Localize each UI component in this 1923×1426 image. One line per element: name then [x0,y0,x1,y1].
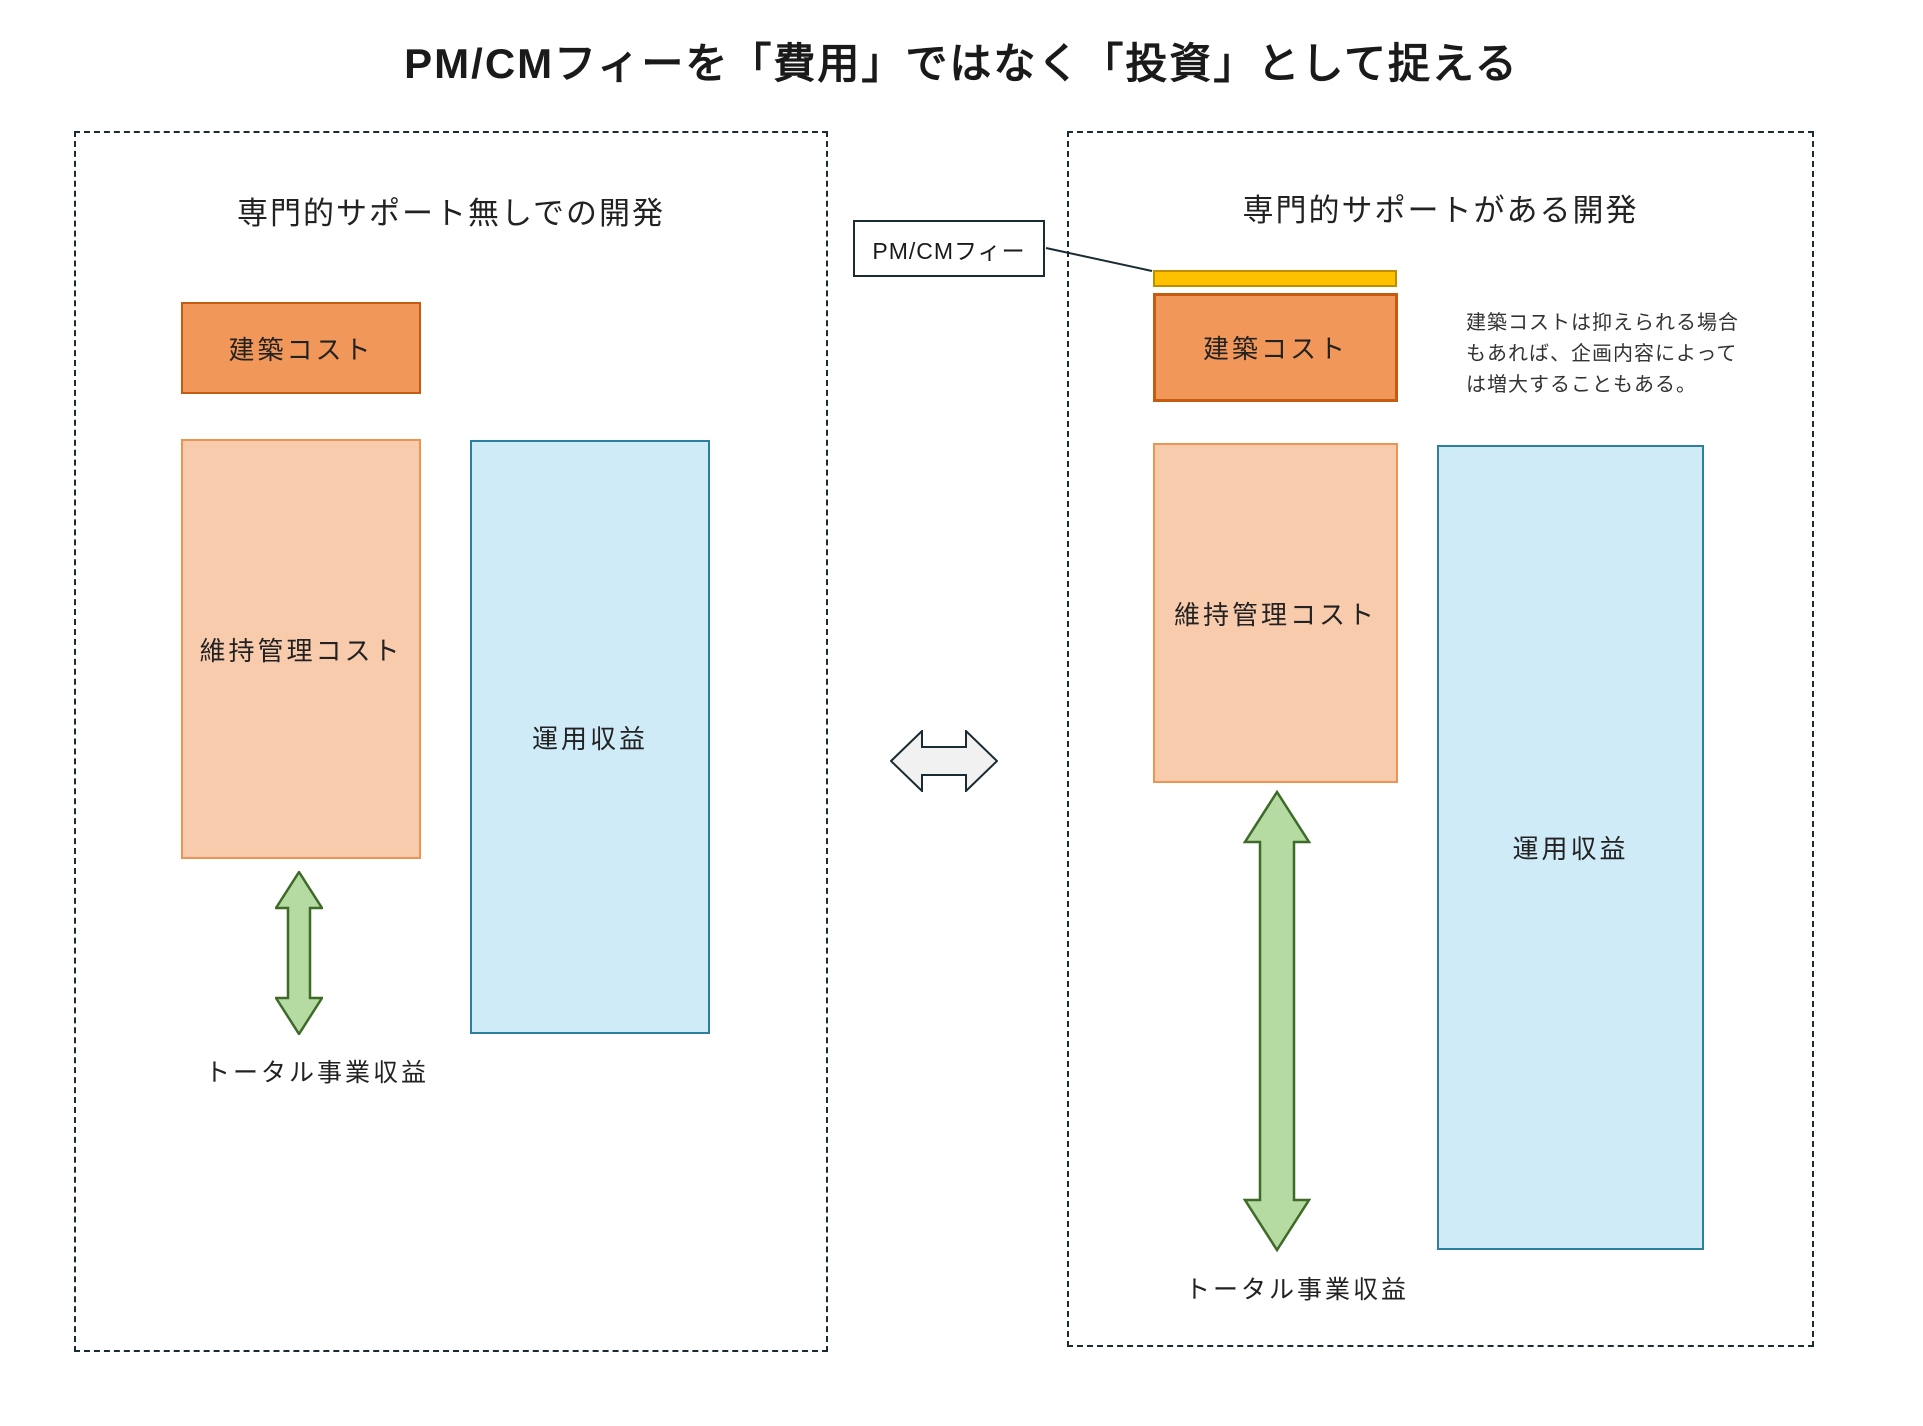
page-title: PM/CMフィーを「費用」ではなく「投資」として捉える [404,40,1519,87]
panel-without-support-heading: 専門的サポート無しでの開発 [236,196,666,231]
construction-cost-label-left: 建築コスト [228,334,374,365]
maintenance-cost-box-left: 維持管理コスト [181,439,421,859]
pm-cm-fee-bar [1153,270,1397,287]
construction-cost-box-right: 建築コスト [1153,293,1398,402]
double-arrow-vertical-icon-left [275,871,323,1035]
panel-with-support [1067,131,1814,1347]
pm-cm-fee-callout: PM/CMフィー [853,220,1045,277]
operating-revenue-box-left: 運用収益 [470,440,710,1034]
construction-cost-label-right: 建築コスト [1202,334,1348,364]
construction-cost-note: 建築コストは抑えられる場合 もあれば、企画内容によって は増大することもある。 [1466,312,1739,396]
operating-revenue-label-left: 運用収益 [531,723,648,754]
operating-revenue-box-right: 運用収益 [1437,445,1704,1250]
maintenance-cost-box-right: 維持管理コスト [1153,443,1398,783]
pm-cm-fee-label: PM/CMフィー [872,237,1026,264]
construction-cost-box-left: 建築コスト [181,302,421,394]
callout-connector-line [1045,247,1153,272]
total-revenue-label-left: トータル事業収益 [205,1059,430,1087]
panel-without-support [74,131,828,1352]
total-revenue-label-right: トータル事業収益 [1185,1276,1410,1304]
panel-with-support-heading: 専門的サポートがある開発 [1242,193,1639,228]
double-arrow-horizontal-icon [890,730,998,792]
maintenance-cost-label-left: 維持管理コスト [199,635,403,666]
operating-revenue-label-right: 運用収益 [1512,834,1629,864]
maintenance-cost-label-right: 維持管理コスト [1173,599,1377,630]
double-arrow-vertical-icon-right [1243,790,1311,1252]
